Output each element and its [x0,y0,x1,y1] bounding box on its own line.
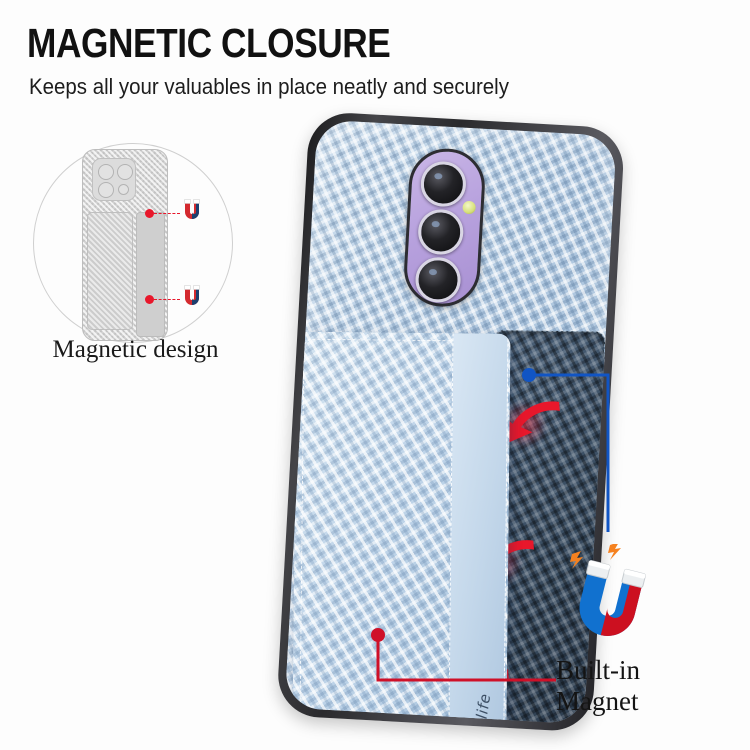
magnet-dash-bottom [154,299,180,300]
mini-magnet-icon-top [184,199,200,219]
diagram-flash [118,184,129,195]
magnet-dash-top [154,213,180,214]
diagram-lens-1 [98,164,114,180]
diagram-lens-2 [117,164,133,180]
phone-case-product: enjoy your life [209,107,643,748]
inset-circle-frame [33,143,233,343]
camera-lens-1 [419,160,468,208]
magnet-label-line-2: Magnet [556,686,639,717]
built-in-magnet-label: Built-in Magnet [556,655,736,718]
camera-island [402,146,487,309]
magnet-point-top [145,209,154,218]
mini-magnet-icon-bottom [184,285,200,305]
magnet-point-bottom [145,295,154,304]
diagram-card-flap [87,212,133,330]
phone-case-back: enjoy your life [284,119,617,725]
magnetic-design-inset [33,143,233,343]
magnet-pull-arrow-1 [499,398,565,449]
diagram-magnet-strip [136,212,165,337]
magnet-label-line-1: Built-in [556,655,641,685]
spark-icon-left [570,551,583,569]
spark-icon-right [608,544,621,560]
horseshoe-magnet-icon [570,544,646,636]
built-in-magnet-callout-line [371,628,556,682]
card-slot-callout-line [522,368,610,532]
camera-lens-3 [414,256,462,304]
page-title: MAGNETIC CLOSURE [27,20,391,66]
diagram-lens-3 [98,182,114,198]
page-subtitle: Keeps all your valuables in place neatly… [29,74,509,99]
phone-case-diagram [82,149,168,341]
magnetic-design-label: Magnetic design [52,336,219,363]
camera-flash-led [462,200,476,215]
diagram-camera-module [92,158,136,201]
camera-lens-2 [417,208,465,256]
